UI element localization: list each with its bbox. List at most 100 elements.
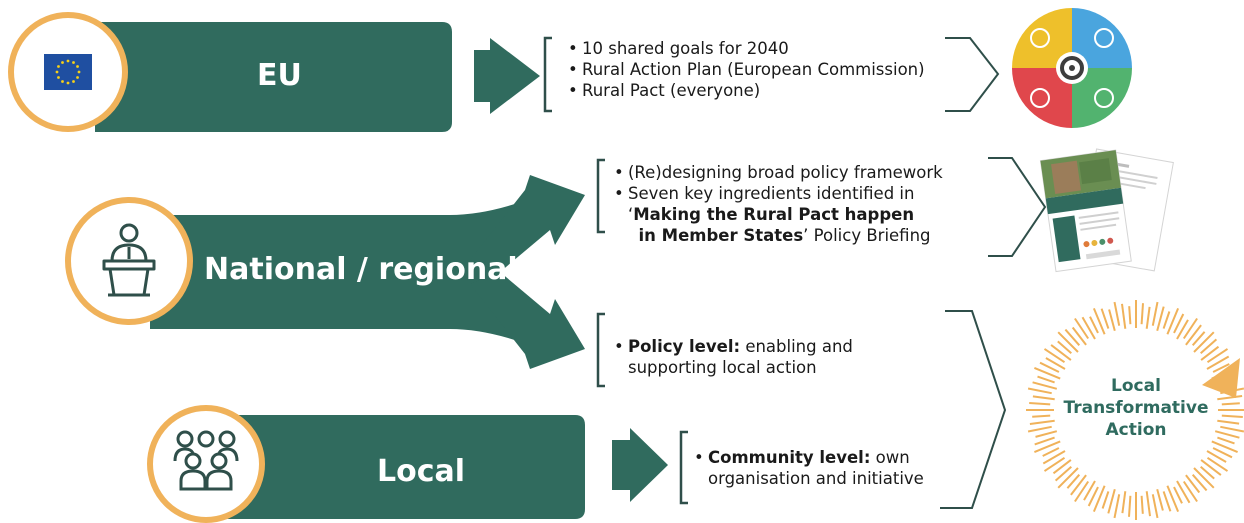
eu-star [72,61,75,64]
sunburst-ray [1089,316,1099,334]
eu-star [57,65,60,68]
wheel-stronger-segment [1012,8,1072,68]
policy-briefing-thumbnail [1039,148,1174,273]
eu-level-label: EU [257,58,302,93]
community-bullet-list: Community level: own organisation and in… [694,447,924,489]
eu-arrow-head [474,38,540,114]
local-badge [147,405,265,523]
eu-flag-icon [44,54,92,90]
eu-star [77,70,81,74]
sunburst-ray [1191,331,1206,346]
eu-bullet-item: Rural Action Plan (European Commission) [568,59,925,80]
eu-star [61,61,64,64]
sunburst-ray [1054,465,1072,482]
sunburst-rays [1026,300,1244,520]
sunburst-ray [1151,301,1159,326]
sunburst-ray [1217,395,1243,401]
wheel-resilient-segment [1072,68,1132,128]
national-bracket-right [988,157,1047,257]
sunburst-ray [1173,486,1183,504]
sunburst-ray [1070,474,1087,496]
national-bracket-left [596,158,605,234]
sunburst-ray [1166,485,1180,512]
sunburst-ray [1200,465,1215,480]
sunburst-ray [1193,331,1215,353]
sunburst-ray [1035,430,1058,438]
rural-vision-wheel [1012,8,1132,128]
sunburst-ray [1206,348,1229,364]
sunburst-ray [1043,456,1066,472]
community-bracket-left [679,430,688,505]
sunburst-ray [1206,456,1229,472]
local-transformative-action-label: Local Transformative Action [1063,376,1209,440]
sunburst-ray [1043,348,1066,364]
sunburst-ray [1162,491,1172,512]
sunburst-ray [1108,309,1116,332]
sunburst-ray [1121,491,1127,514]
sunburst-ray [1081,316,1096,340]
sunburst-ray [1185,324,1202,346]
community-bullet-item: Community level: own organisation and in… [694,447,924,489]
sunburst-ray [1140,495,1144,514]
sunburst-ray [1107,488,1116,514]
sunburst-ray [1064,328,1081,346]
wheel-connected-segment [1072,8,1132,68]
national-bullet-item: Seven key ingredients identified in ‘Mak… [614,183,943,246]
sunburst-ray [1156,306,1165,332]
sunburst-ray [1173,313,1185,334]
sunburst-ray [1042,447,1060,457]
sunburst-ray [1156,488,1164,511]
eu-bullet-item: Rural Pact (everyone) [568,80,925,101]
sunburst-ray [1066,474,1081,489]
sunburst-ray [1185,474,1201,494]
sunburst-ray [1074,480,1090,503]
shared-bracket-right [940,310,1007,509]
eu-bullet-list: 10 shared goals for 2040 Rural Action Pl… [568,38,925,101]
sunburst-arrow-marker [1202,358,1240,398]
sunburst-ray [1027,387,1052,395]
local-arrow [220,415,585,519]
sunburst-ray [1092,485,1106,512]
policy-bracket-left [596,312,605,388]
sunburst-ray [1113,494,1121,519]
podium-speaker-icon [102,223,156,297]
sunburst-ray [1121,303,1127,329]
sunburst-ray [1034,366,1061,380]
sunburst-ray [1217,419,1240,425]
eu-badge [8,12,128,132]
sunburst-ray [1101,491,1110,509]
eu-star [61,80,64,83]
sunburst-ray [1083,480,1096,501]
sunburst-ray [1074,317,1090,340]
sunburst-ray [1182,317,1198,340]
eu-star [66,81,70,85]
sunburst-ray [1045,357,1066,370]
sunburst-ray [1039,361,1060,373]
sunburst-ray [1113,301,1121,326]
sunburst-ray [1057,340,1072,355]
sunburst-ray [1145,491,1151,517]
sunburst-ray [1212,363,1230,373]
national-arrow-body [150,195,540,349]
sunburst-ray [1176,480,1191,504]
sunburst-ray [1220,425,1244,433]
eu-bracket-right [945,37,1000,112]
sunburst-ray [1037,375,1055,384]
wheel-prosperous-segment [1012,68,1072,128]
sunburst-ray [1029,419,1055,425]
sunburst-ray [1176,319,1189,340]
sunburst-ray [1217,436,1235,445]
sunburst-ray [1034,436,1055,446]
national-level-label: National / regional [204,252,518,287]
sunburst-ray [1052,459,1072,475]
sunburst-ray [1206,355,1230,370]
eu-star [76,65,79,68]
sunburst-ray [1214,430,1240,439]
sunburst-ray [1029,402,1051,406]
national-bullet-list: (Re)designing broad policy framework Sev… [614,162,943,246]
sunburst-ray [1206,450,1227,463]
sunburst-ray [1100,308,1110,329]
eu-star [66,59,70,63]
sunburst-ray [1128,306,1132,325]
